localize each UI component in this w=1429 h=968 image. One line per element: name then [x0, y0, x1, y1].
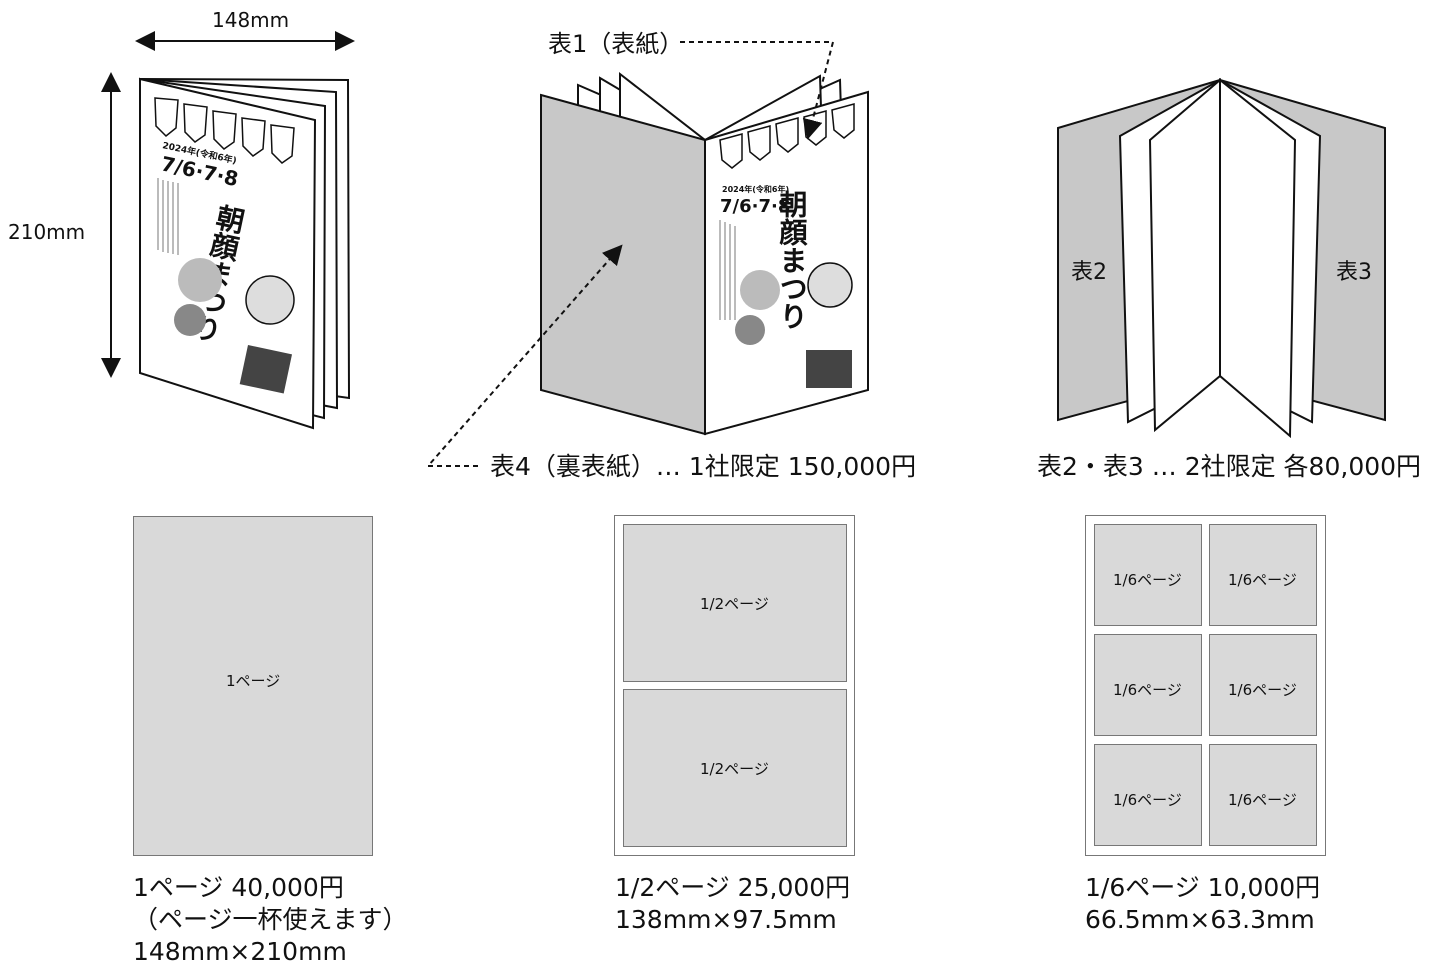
- sixth-page-box-label: 1/6ページ: [1113, 681, 1182, 699]
- back-cover-panel: [540, 93, 706, 436]
- back-cover-leader: [425, 244, 623, 467]
- sixth-page-ad-box: 1/6ページ: [1094, 744, 1202, 846]
- full-page-size: 148mm×210mm: [133, 937, 347, 966]
- sixth-page-box-label: 1/6ページ: [1113, 791, 1182, 809]
- half-page-ad-box-bottom: 1/2ページ: [623, 689, 847, 847]
- full-page-price: 1ページ 40,000円: [133, 873, 344, 902]
- height-dimension-label: 210mm: [8, 220, 86, 244]
- sixth-page-frame: 1/6ページ 1/6ページ 1/6ページ 1/6ページ 1/6ページ 1/6ペー…: [1085, 515, 1326, 856]
- front-cover-label: 表1（表紙）: [548, 30, 684, 58]
- half-page-size: 138mm×97.5mm: [615, 905, 837, 934]
- sixth-page-box-label: 1/6ページ: [1113, 571, 1182, 589]
- sixth-page-box-label: 1/6ページ: [1228, 681, 1297, 699]
- front-cover-panel: [704, 90, 869, 436]
- inside-back-label: 表3: [1336, 260, 1372, 285]
- back-cover-price-label: 表4（裏表紙）… 1社限定 150,000円: [490, 452, 917, 481]
- full-page-box-label: 1ページ: [226, 672, 281, 690]
- width-dimension-label: 148mm: [212, 8, 290, 32]
- sixth-page-size: 66.5mm×63.3mm: [1085, 905, 1315, 934]
- half-page-frame: 1/2ページ 1/2ページ: [614, 515, 855, 856]
- inside-covers-price-label: 表2・表3 … 2社限定 各80,000円: [1037, 452, 1422, 481]
- svg-text:朝顔まつり: 朝顔まつり: [776, 190, 809, 330]
- sixth-page-ad-box: 1/6ページ: [1094, 524, 1202, 626]
- sixth-page-ad-box: 1/6ページ: [1094, 634, 1202, 736]
- sixth-page-caption: 1/6ページ 10,000円 66.5mm×63.3mm: [1085, 872, 1320, 936]
- poster-open: 2024年(令和6年) 7/6·7·8 朝顔まつり: [719, 103, 855, 388]
- sixth-page-price: 1/6ページ 10,000円: [1085, 873, 1321, 902]
- booklet-front-view: 2024年(令和6年) 7/6·7·8 朝顔まつり: [138, 77, 351, 430]
- sixth-page-box-label: 1/6ページ: [1228, 571, 1297, 589]
- booklet-open-cover: 2024年(令和6年) 7/6·7·8 朝顔まつり: [540, 71, 869, 436]
- full-page-ad-box: 1ページ: [133, 516, 373, 856]
- sixth-page-ad-box: 1/6ページ: [1209, 744, 1317, 846]
- svg-text:7/6·7·8: 7/6·7·8: [720, 196, 790, 217]
- booklet-inside-covers: [1057, 77, 1386, 439]
- svg-text:2024年(令和6年): 2024年(令和6年): [722, 184, 789, 194]
- full-page-caption: 1ページ 40,000円 （ページ一杯使えます） 148mm×210mm: [133, 872, 408, 968]
- half-page-price: 1/2ページ 25,000円: [615, 873, 851, 902]
- sixth-page-ad-box: 1/6ページ: [1209, 524, 1317, 626]
- poster-front: 2024年(令和6年) 7/6·7·8 朝顔まつり: [154, 97, 295, 394]
- half-page-caption: 1/2ページ 25,000円 138mm×97.5mm: [615, 872, 850, 936]
- front-cover-leader: [680, 41, 835, 140]
- full-page-note: （ページ一杯使えます）: [133, 905, 408, 934]
- half-page-box-label-bottom: 1/2ページ: [700, 760, 769, 778]
- half-page-ad-box-top: 1/2ページ: [623, 524, 847, 682]
- sixth-page-ad-box: 1/6ページ: [1209, 634, 1317, 736]
- sixth-page-box-label: 1/6ページ: [1228, 791, 1297, 809]
- half-page-box-label-top: 1/2ページ: [700, 595, 769, 613]
- inside-front-label: 表2: [1071, 260, 1107, 285]
